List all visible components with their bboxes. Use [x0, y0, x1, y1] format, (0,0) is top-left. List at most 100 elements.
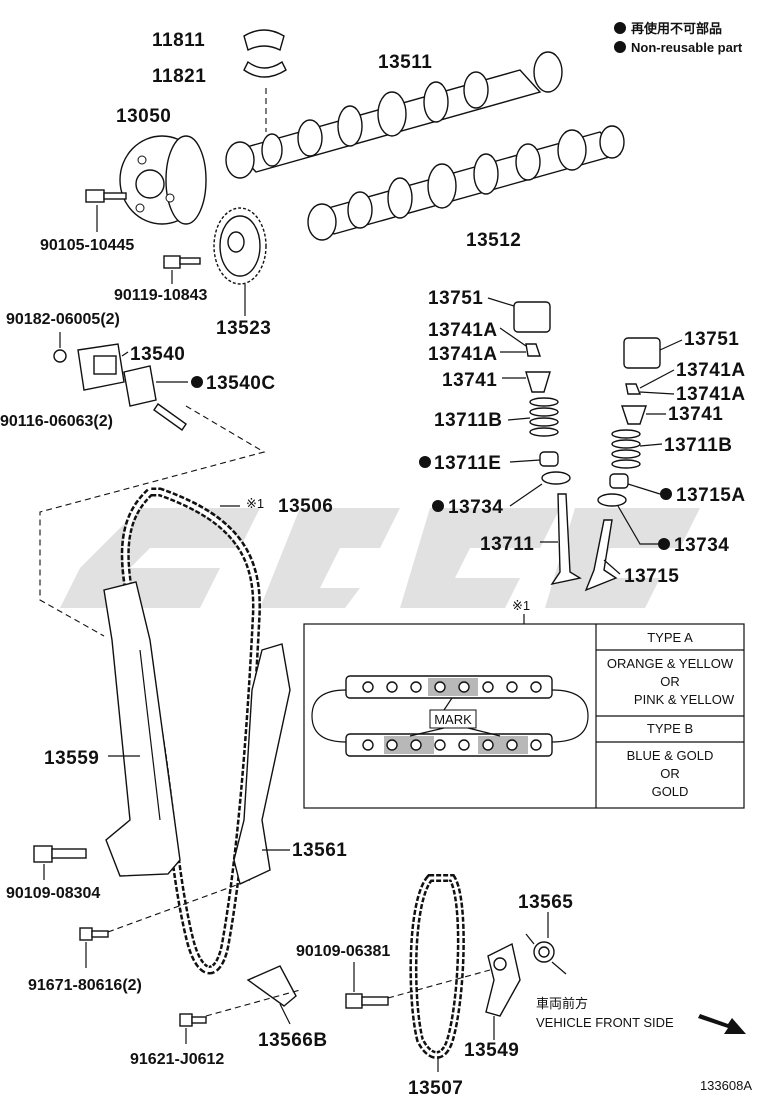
callout-13741A-left-2: 13741A — [428, 344, 498, 365]
callout-90119-10843: 90119-10843 — [114, 287, 208, 304]
washer-13734-b — [597, 493, 627, 507]
callout-13711B-right: 13711B — [664, 435, 733, 456]
non-reusable-dot-icon — [419, 456, 431, 468]
tensioner-gasket — [123, 365, 157, 407]
bolt-90109-08304 — [33, 845, 87, 863]
valve-train-right — [584, 337, 661, 592]
callout-13506: 13506 — [278, 496, 333, 517]
callout-13711E: 13711E — [434, 453, 501, 474]
leader — [509, 483, 543, 507]
valve-13711 — [550, 493, 582, 586]
callout-13711: 13711 — [480, 534, 534, 555]
marked-link — [384, 736, 434, 754]
type-b-header: TYPE B — [647, 721, 693, 736]
lifter-13751 — [513, 301, 551, 333]
chain-damper — [233, 643, 291, 885]
leader — [509, 459, 541, 463]
mark-arrow — [443, 697, 453, 711]
direction-jp: 車両前方 — [536, 996, 588, 1011]
callout-13549: 13549 — [464, 1040, 519, 1061]
non-reusable-dot-icon — [660, 488, 672, 500]
callout-13741A-left-1: 13741A — [428, 320, 498, 341]
type-b-line-2: OR — [660, 766, 680, 781]
callout-13540C: 13540C — [206, 373, 276, 394]
retainer-13741 — [525, 371, 551, 393]
callout-90109-08304: 90109-08304 — [6, 885, 100, 902]
non-reusable-dot-icon — [432, 500, 444, 512]
leader — [603, 559, 621, 575]
callout-labels: 11811 11821 13511 13050 90105-10445 1351… — [0, 30, 746, 1099]
leader — [487, 297, 515, 307]
non-reusable-dot-icon — [191, 376, 203, 388]
leader — [639, 443, 663, 447]
leader — [499, 327, 527, 347]
callout-13741-right: 13741 — [668, 404, 723, 425]
bolt-91621 — [179, 1013, 207, 1027]
nut-90182 — [53, 349, 67, 363]
callout-90105-10445: 90105-10445 — [40, 237, 134, 254]
assembly-dash-line — [205, 989, 301, 1017]
washer-13734 — [541, 471, 571, 485]
camshaft-intake — [307, 125, 625, 241]
callout-13711B-left: 13711B — [434, 410, 503, 431]
mark-label-box — [429, 709, 477, 729]
callout-90109-06381: 90109-06381 — [296, 943, 390, 960]
chain-slipper — [103, 581, 181, 877]
bolt-90105 — [85, 189, 127, 203]
retainer-13741-b — [621, 405, 647, 425]
spring-13711B-b — [611, 429, 641, 469]
seal-13711E — [539, 451, 559, 467]
assembly-dash-line — [387, 969, 491, 999]
callout-13565: 13565 — [518, 892, 573, 913]
leader — [627, 483, 661, 495]
seal-13715A — [609, 473, 629, 489]
bolt-91671 — [79, 927, 109, 941]
leader — [617, 505, 658, 545]
bearing-upper — [243, 29, 285, 52]
chain-pins — [362, 681, 542, 751]
bolt-90109-06381 — [345, 993, 389, 1009]
leader — [279, 1003, 291, 1025]
direction-en: VEHICLE FRONT SIDE — [536, 1015, 674, 1030]
callout-13511: 13511 — [378, 52, 432, 73]
callout-90182-06005: 90182-06005(2) — [6, 311, 120, 328]
callout-13540: 13540 — [130, 344, 185, 365]
oil-pump-chain — [409, 874, 465, 1059]
leader — [639, 369, 675, 389]
legend-en: Non-reusable part — [631, 40, 743, 55]
callout-13741A-right-2: 13741A — [676, 384, 746, 405]
tensioner-arm — [485, 942, 521, 1017]
callout-13523: 13523 — [216, 318, 271, 339]
legend-jp: 再使用不可部品 — [631, 21, 722, 36]
camshaft-exhaust — [225, 51, 563, 179]
callout-13507: 13507 — [408, 1078, 463, 1099]
callout-11811: 11811 — [152, 30, 205, 51]
callout-91621-J0612: 91621-J0612 — [130, 1051, 224, 1068]
watermark-logo — [60, 508, 700, 608]
front-direction-arrow-icon — [698, 1014, 746, 1034]
table-note-mark: ※1 — [512, 598, 530, 613]
mark-arrow — [467, 727, 501, 737]
callout-11821: 11821 — [152, 66, 206, 87]
cam-sprocket — [213, 207, 267, 285]
chain-oil-guide — [246, 965, 297, 1007]
valve-13715 — [584, 519, 618, 592]
chain-mark-table: MARK TYPE A ORANGE & YELLOW OR PINK & YE… — [303, 623, 745, 809]
leader — [121, 351, 129, 357]
bolt-90119 — [163, 255, 201, 269]
callout-13566B: 13566B — [258, 1030, 328, 1051]
leader — [659, 339, 683, 351]
assembly-dash-line — [107, 879, 251, 933]
valve-train-left — [513, 301, 582, 586]
callout-13050: 13050 — [116, 106, 171, 127]
non-reusable-dot-icon — [658, 538, 670, 550]
tensioner-spring — [525, 933, 567, 975]
legend: 再使用不可部品 Non-reusable part — [614, 21, 743, 55]
callout-13734-left: 13734 — [448, 497, 503, 518]
mark-arrow — [409, 727, 445, 737]
callout-13715A: 13715A — [676, 485, 746, 506]
type-a-header: TYPE A — [647, 630, 693, 645]
callout-13751-right: 13751 — [684, 329, 739, 350]
callout-13561: 13561 — [292, 840, 347, 861]
